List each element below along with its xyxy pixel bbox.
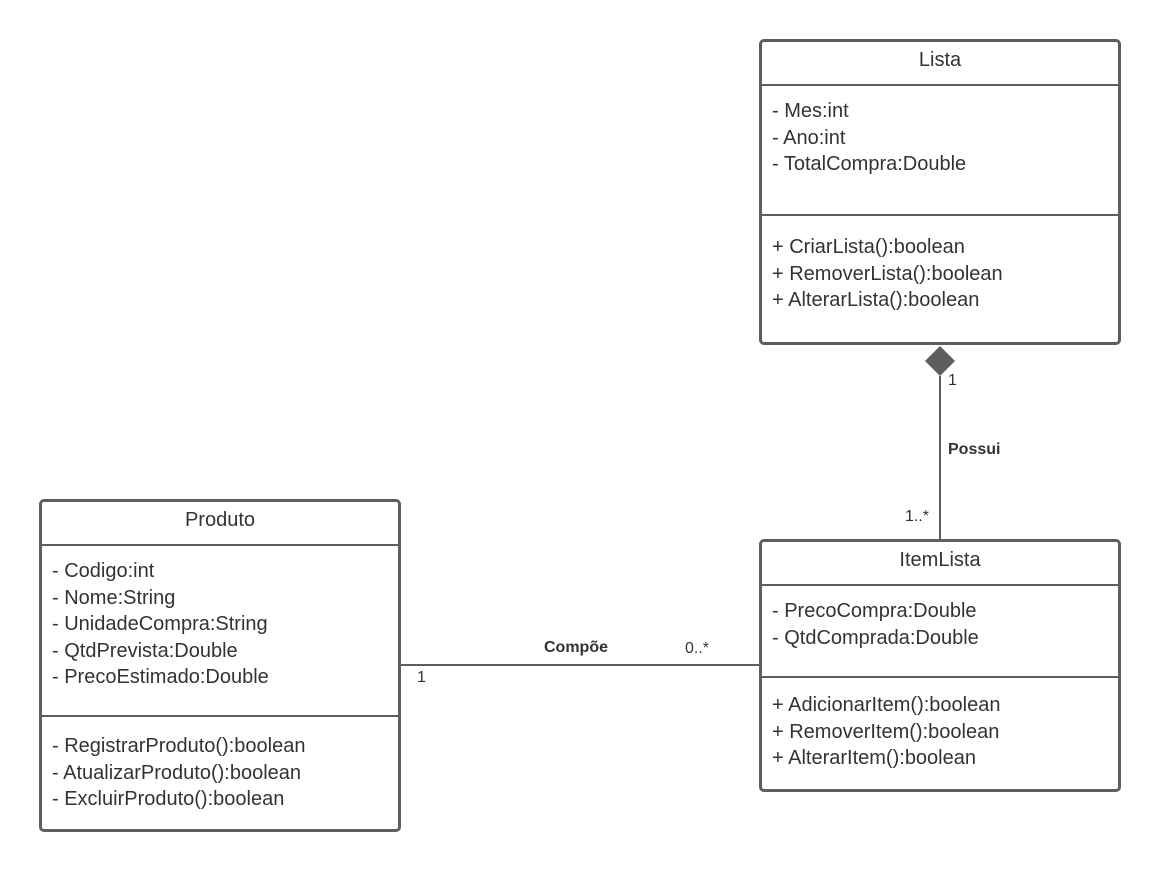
method: + RemoverLista():boolean: [772, 262, 1003, 285]
class-produto-name: Produto: [42, 502, 398, 546]
class-lista-attributes: - Mes:int - Ano:int - TotalCompra:Double: [762, 86, 1118, 214]
possui-association-label: Possui: [948, 441, 1001, 458]
compoe-association-label: Compõe: [544, 639, 608, 656]
attribute: - Codigo:int: [52, 560, 155, 582]
method: + AlterarLista():boolean: [772, 289, 980, 311]
attribute: - PrecoCompra:Double: [772, 600, 977, 622]
attribute: - QtdComprada:Double: [772, 626, 979, 649]
class-lista-name: Lista: [762, 42, 1118, 86]
method: + RemoverItem():boolean: [772, 720, 1000, 743]
compoe-multiplicity-source: 1: [417, 669, 426, 686]
composition-diamond-icon: [925, 346, 955, 376]
method: + AdicionarItem():boolean: [772, 694, 1001, 716]
class-lista-methods: + CriarLista():boolean + RemoverLista():…: [762, 214, 1118, 314]
method: + AlterarItem():boolean: [772, 747, 976, 769]
class-itemlista-methods: + AdicionarItem():boolean + RemoverItem(…: [762, 676, 1118, 772]
attribute: - Nome:String: [52, 586, 176, 609]
compoe-multiplicity-target: 0..*: [685, 640, 710, 657]
attribute: - QtdPrevista:Double: [52, 639, 238, 662]
method: - RegistrarProduto():boolean: [52, 735, 306, 757]
method: - ExcluirProduto():boolean: [52, 788, 285, 810]
method: - AtualizarProduto():boolean: [52, 761, 302, 784]
method: + CriarLista():boolean: [772, 236, 965, 258]
attribute: - Mes:int: [772, 100, 849, 122]
attribute: - PrecoEstimado:Double: [52, 666, 269, 688]
attribute: - Ano:int: [772, 126, 846, 149]
class-lista[interactable]: Lista - Mes:int - Ano:int - TotalCompra:…: [759, 39, 1121, 345]
class-produto-methods: - RegistrarProduto():boolean - Atualizar…: [42, 715, 398, 813]
class-produto-attributes: - Codigo:int - Nome:String - UnidadeComp…: [42, 546, 398, 715]
possui-multiplicity-target: 1..*: [905, 508, 930, 525]
class-itemlista-name: ItemLista: [762, 542, 1118, 586]
possui-multiplicity-source: 1: [948, 372, 957, 389]
class-produto[interactable]: Produto - Codigo:int - Nome:String - Uni…: [39, 499, 401, 832]
class-itemlista-attributes: - PrecoCompra:Double - QtdComprada:Doubl…: [762, 586, 1118, 676]
class-itemlista[interactable]: ItemLista - PrecoCompra:Double - QtdComp…: [759, 539, 1121, 792]
attribute: - TotalCompra:Double: [772, 153, 967, 175]
attribute: - UnidadeCompra:String: [52, 613, 268, 635]
